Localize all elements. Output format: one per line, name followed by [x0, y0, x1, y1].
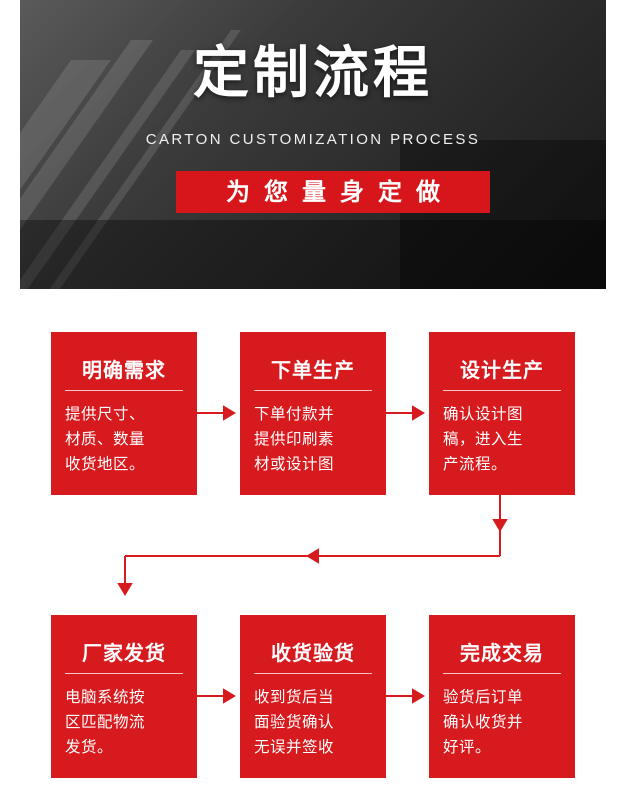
step-card-complete-transaction: 完成交易 验货后订单 确认收货并 好评。 — [429, 615, 575, 778]
step-desc-line: 下单付款并 — [254, 402, 376, 427]
step-description: 收到货后当 面验货确认 无误并签收 — [254, 685, 376, 760]
step-divider — [254, 390, 372, 391]
step-title: 下单生产 — [240, 354, 386, 383]
step-desc-line: 电脑系统按 — [65, 685, 187, 710]
step-card-shipping: 厂家发货 电脑系统按 区匹配物流 发货。 — [51, 615, 197, 778]
step-desc-line: 材或设计图 — [254, 452, 376, 477]
step-title: 厂家发货 — [51, 637, 197, 666]
step-desc-line: 确认收货并 — [443, 710, 565, 735]
step-title: 明确需求 — [51, 354, 197, 383]
step-desc-line: 验货后订单 — [443, 685, 565, 710]
step-description: 确认设计图 稿，进入生 产流程。 — [443, 402, 565, 477]
step-desc-line: 确认设计图 — [443, 402, 565, 427]
step-desc-line: 收货地区。 — [65, 452, 187, 477]
step-card-place-order: 下单生产 下单付款并 提供印刷素 材或设计图 — [240, 332, 386, 495]
step-title: 设计生产 — [429, 354, 575, 383]
step-desc-line: 提供印刷素 — [254, 427, 376, 452]
step-desc-line: 材质、数量 — [65, 427, 187, 452]
step-divider — [254, 673, 372, 674]
step-desc-line: 产流程。 — [443, 452, 565, 477]
arrowhead-step5-step6 — [413, 690, 423, 702]
step-desc-line: 发货。 — [65, 735, 187, 760]
step-divider — [443, 390, 561, 391]
step-desc-line: 提供尺寸、 — [65, 402, 187, 427]
arrowhead-step4-step5 — [224, 690, 234, 702]
step-description: 电脑系统按 区匹配物流 发货。 — [65, 685, 187, 760]
step-divider — [443, 673, 561, 674]
step-title: 完成交易 — [429, 637, 575, 666]
arrowhead-step4-down — [119, 584, 131, 594]
step-desc-line: 收到货后当 — [254, 685, 376, 710]
step-divider — [65, 390, 183, 391]
step-desc-line: 好评。 — [443, 735, 565, 760]
step-desc-line: 稿，进入生 — [443, 427, 565, 452]
step-card-receive-inspect: 收货验货 收到货后当 面验货确认 无误并签收 — [240, 615, 386, 778]
step-description: 提供尺寸、 材质、数量 收货地区。 — [65, 402, 187, 477]
step-description: 验货后订单 确认收货并 好评。 — [443, 685, 565, 760]
step-desc-line: 区匹配物流 — [65, 710, 187, 735]
step-description: 下单付款并 提供印刷素 材或设计图 — [254, 402, 376, 477]
step-card-design-production: 设计生产 确认设计图 稿，进入生 产流程。 — [429, 332, 575, 495]
step-desc-line: 无误并签收 — [254, 735, 376, 760]
arrowhead-step2-step3 — [413, 407, 423, 419]
step-desc-line: 面验货确认 — [254, 710, 376, 735]
step-divider — [65, 673, 183, 674]
arrowhead-step3-down — [494, 520, 506, 530]
step-title: 收货验货 — [240, 637, 386, 666]
arrowhead-step1-step2 — [224, 407, 234, 419]
step-card-define-needs: 明确需求 提供尺寸、 材质、数量 收货地区。 — [51, 332, 197, 495]
arrowhead-connector-left — [308, 550, 318, 562]
